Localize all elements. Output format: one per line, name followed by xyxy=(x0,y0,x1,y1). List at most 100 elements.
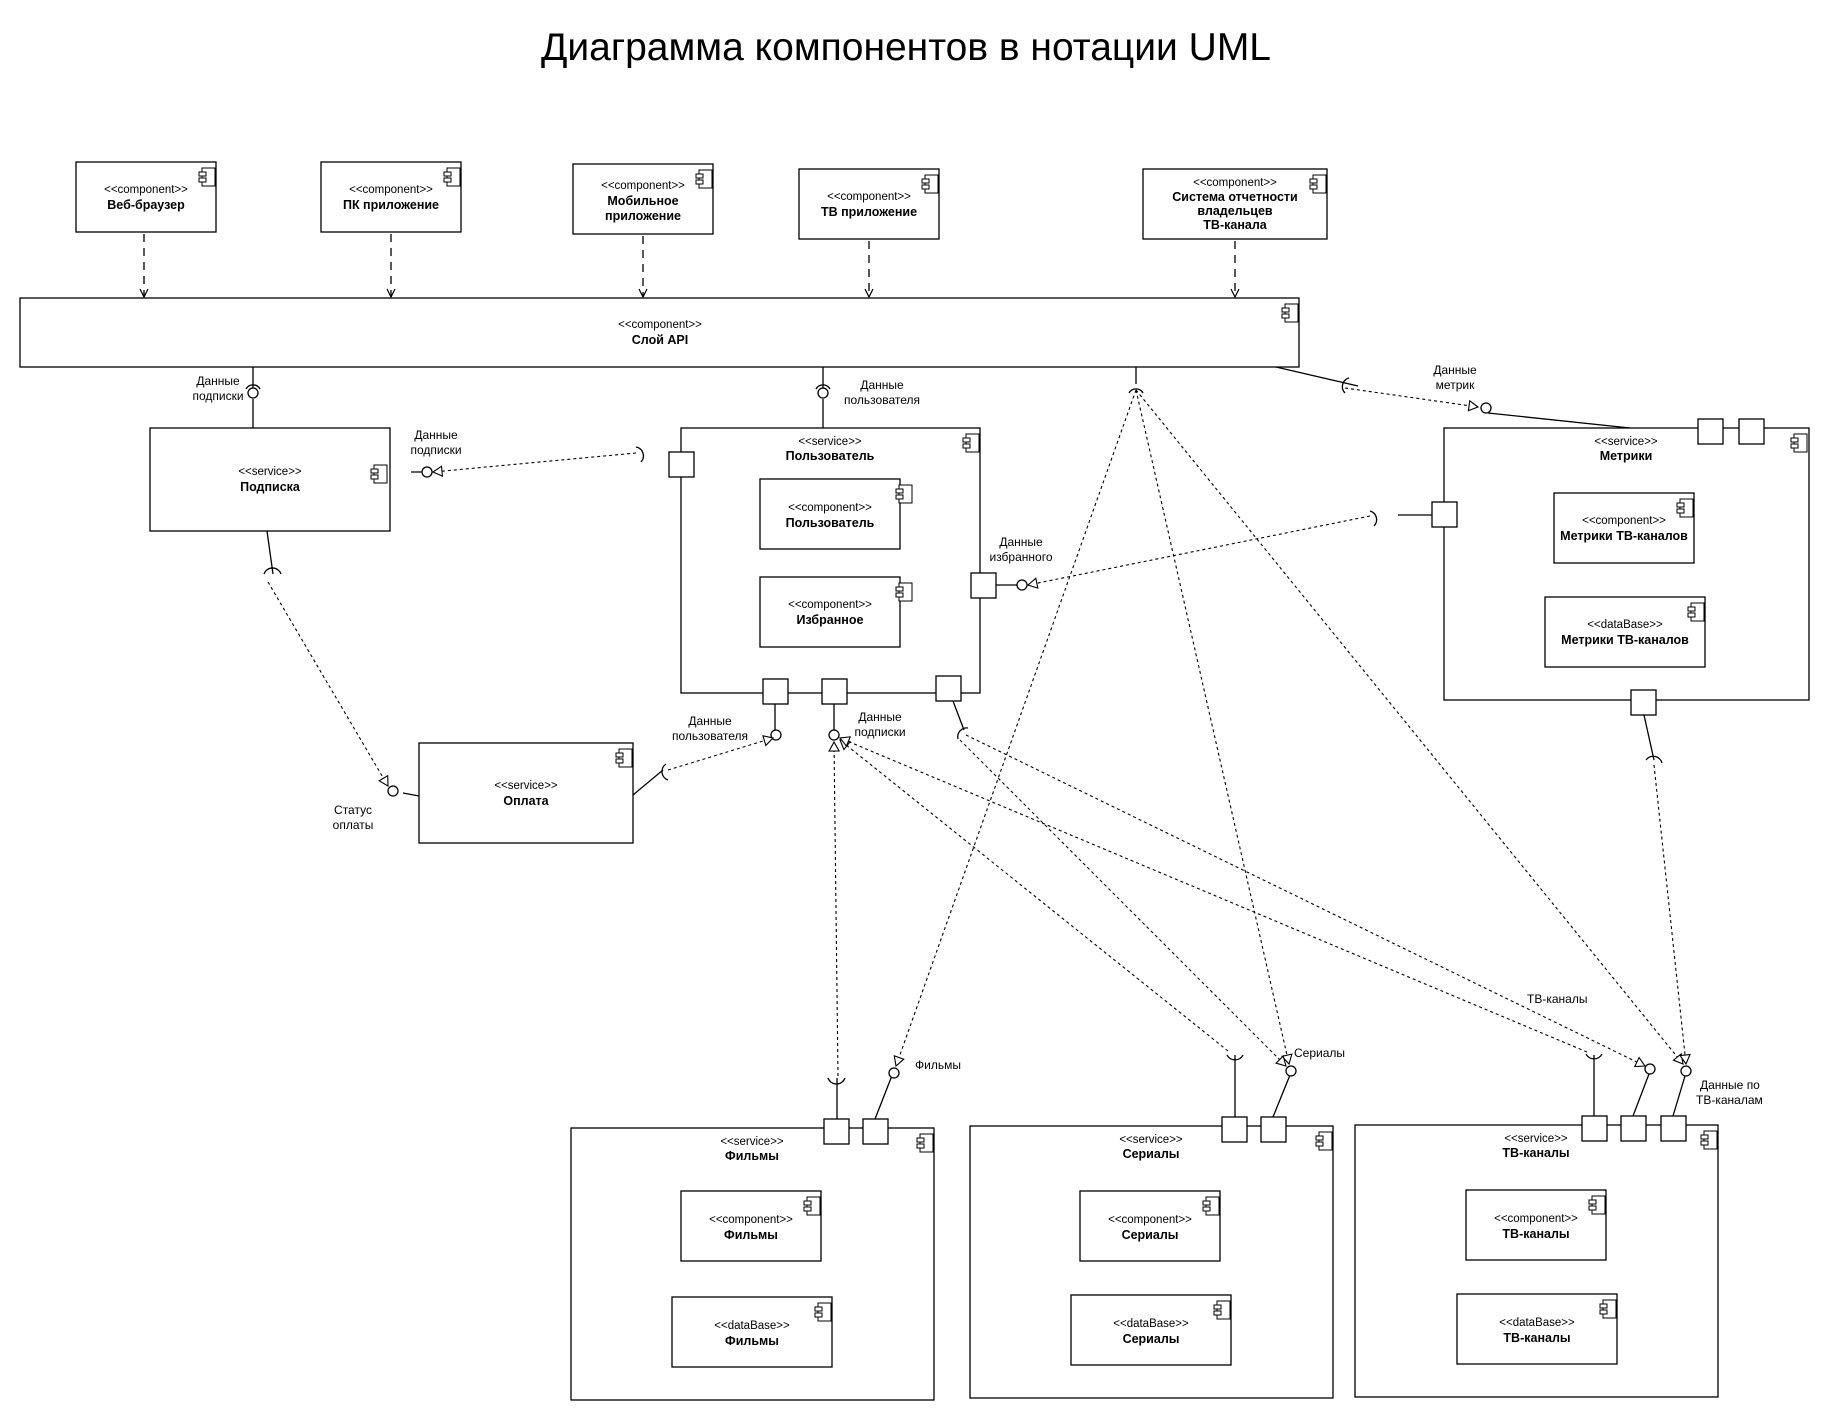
component-icon xyxy=(615,748,633,768)
subscription-service[interactable]: <<service>> Подписка xyxy=(149,427,391,532)
metrics-service[interactable]: <<service>> Метрики <<component>> Метрик… xyxy=(1443,427,1810,701)
series-port-1[interactable] xyxy=(1221,1116,1248,1143)
client-api-dependencies xyxy=(144,234,1235,297)
films-port-2[interactable] xyxy=(862,1118,889,1145)
component-name: владельцев xyxy=(1197,204,1273,218)
tv-channels-component[interactable]: <<component>> ТВ-каналы xyxy=(1465,1189,1607,1261)
user-port-favorites[interactable] xyxy=(970,572,997,599)
interface-labels: Данные подписки Данные пользователя Данн… xyxy=(192,363,1762,1107)
stereotype: <<component>> xyxy=(618,319,702,331)
component-name: Фильмы xyxy=(725,1334,779,1348)
ports xyxy=(668,418,1765,1145)
tv-port-1[interactable] xyxy=(1581,1115,1608,1142)
component-icon xyxy=(1676,498,1694,518)
component-name: Пользователь xyxy=(786,449,875,463)
component-name: Фильмы xyxy=(724,1228,778,1242)
component-icon xyxy=(198,167,216,187)
component-icon xyxy=(1687,602,1705,622)
stereotype: <<component>> xyxy=(104,184,188,196)
component-icon xyxy=(814,1302,832,1322)
metrics-component[interactable]: <<component>> Метрики ТВ-каналов xyxy=(1553,492,1695,564)
label-sub-data-user: Данные xyxy=(414,428,458,442)
stereotype: <<component>> xyxy=(709,1214,793,1226)
label-api-user-data: Данные xyxy=(860,378,904,392)
user-component[interactable]: <<component>> Пользователь xyxy=(759,478,901,550)
user-port-left[interactable] xyxy=(668,451,695,478)
label-series-interface: Сериалы xyxy=(1294,1046,1345,1060)
component-icon xyxy=(695,169,713,189)
tv-port-2[interactable] xyxy=(1620,1115,1647,1142)
component-name: ПК приложение xyxy=(343,198,439,212)
metrics-port-bottom[interactable] xyxy=(1630,689,1657,716)
series-database[interactable]: <<dataBase>> Сериалы xyxy=(1070,1294,1232,1366)
client-pc-app[interactable]: <<component>> ПК приложение xyxy=(320,161,462,233)
favorites-component[interactable]: <<component>> Избранное xyxy=(759,576,901,648)
label-tv-interface: ТВ-каналы xyxy=(1527,992,1587,1006)
films-port-1[interactable] xyxy=(823,1118,850,1145)
usage-dependencies xyxy=(267,387,1691,1077)
label-payment-status: Статус xyxy=(334,803,372,817)
component-name: Избранное xyxy=(797,613,864,627)
component-name: ТВ приложение xyxy=(821,205,917,219)
component-icon xyxy=(1790,433,1808,453)
component-icon xyxy=(370,464,388,484)
series-service[interactable]: <<service>> Сериалы <<component>> Сериал… xyxy=(969,1125,1334,1399)
client-mobile-app[interactable]: <<component>> Мобильное приложение xyxy=(572,163,714,235)
component-name: Веб-браузер xyxy=(107,198,185,212)
tv-channels-database[interactable]: <<dataBase>> ТВ-каналы xyxy=(1456,1293,1618,1365)
component-icon xyxy=(1309,174,1327,194)
component-icon xyxy=(1588,1195,1606,1215)
component-name: ТВ-каналы xyxy=(1503,1331,1570,1345)
component-icon xyxy=(443,167,461,187)
user-port-bottom-2[interactable] xyxy=(821,678,848,705)
component-name: Подписка xyxy=(240,480,301,494)
label-sub-data-user: подписки xyxy=(410,443,461,457)
component-icon xyxy=(1213,1300,1231,1320)
payment-service[interactable]: <<service>> Оплата xyxy=(418,742,634,844)
component-name: Метрики xyxy=(1600,449,1653,463)
films-service[interactable]: <<service>> Фильмы <<component>> Фильмы … xyxy=(570,1127,935,1401)
component-icon xyxy=(803,1196,821,1216)
metrics-database[interactable]: <<dataBase>> Метрики ТВ-каналов xyxy=(1544,596,1706,668)
stereotype: <<service>> xyxy=(1119,1134,1183,1146)
component-name: ТВ-каналы xyxy=(1502,1146,1569,1160)
stereotype: <<service>> xyxy=(1594,436,1658,448)
metrics-port-top-1[interactable] xyxy=(1697,418,1724,445)
user-port-bottom-1[interactable] xyxy=(762,678,789,705)
component-name: Мобильное xyxy=(607,194,678,208)
label-metrics-data: метрик xyxy=(1436,378,1475,392)
films-component[interactable]: <<component>> Фильмы xyxy=(680,1190,822,1262)
client-tv-app[interactable]: <<component>> ТВ приложение xyxy=(798,168,940,240)
stereotype: <<dataBase>> xyxy=(1113,1318,1189,1330)
stereotype: <<service>> xyxy=(238,466,302,478)
metrics-port-top-2[interactable] xyxy=(1738,418,1765,445)
stereotype: <<component>> xyxy=(1108,1214,1192,1226)
component-name: приложение xyxy=(605,209,681,223)
client-web-browser[interactable]: <<component>> Веб-браузер xyxy=(75,161,217,233)
user-port-bottom-3[interactable] xyxy=(935,675,962,702)
component-name: Метрики ТВ-каналов xyxy=(1561,633,1689,647)
label-tv-data: Данные по xyxy=(1700,1078,1760,1092)
user-service[interactable]: <<service>> Пользователь <<component>> П… xyxy=(680,427,981,694)
component-icon xyxy=(895,484,913,504)
label-films-interface: Фильмы xyxy=(915,1058,961,1072)
client-reporting-system[interactable]: <<component>> Система отчетности владель… xyxy=(1142,168,1328,240)
series-component[interactable]: <<component>> Сериалы xyxy=(1079,1190,1221,1262)
tv-channels-service[interactable]: <<service>> ТВ-каналы <<component>> ТВ-к… xyxy=(1354,1124,1719,1398)
stereotype: <<component>> xyxy=(1582,515,1666,527)
tv-port-3[interactable] xyxy=(1660,1115,1687,1142)
label-api-sub-data: подписки xyxy=(192,389,243,403)
label-tv-data: ТВ-каналам xyxy=(1696,1093,1763,1107)
series-port-2[interactable] xyxy=(1260,1116,1287,1143)
films-database[interactable]: <<dataBase>> Фильмы xyxy=(671,1296,833,1368)
stereotype: <<component>> xyxy=(827,191,911,203)
api-layer[interactable]: <<component>> Слой API xyxy=(19,297,1300,368)
stereotype: <<service>> xyxy=(720,1136,784,1148)
label-sub-data-bottom: Данные xyxy=(858,710,902,724)
stereotype: <<service>> xyxy=(798,436,862,448)
component-name: Сериалы xyxy=(1123,1332,1180,1346)
component-icon xyxy=(1599,1299,1617,1319)
stereotype: <<component>> xyxy=(1494,1213,1578,1225)
metrics-port-left[interactable] xyxy=(1431,501,1458,528)
component-name: Пользователь xyxy=(786,516,875,530)
